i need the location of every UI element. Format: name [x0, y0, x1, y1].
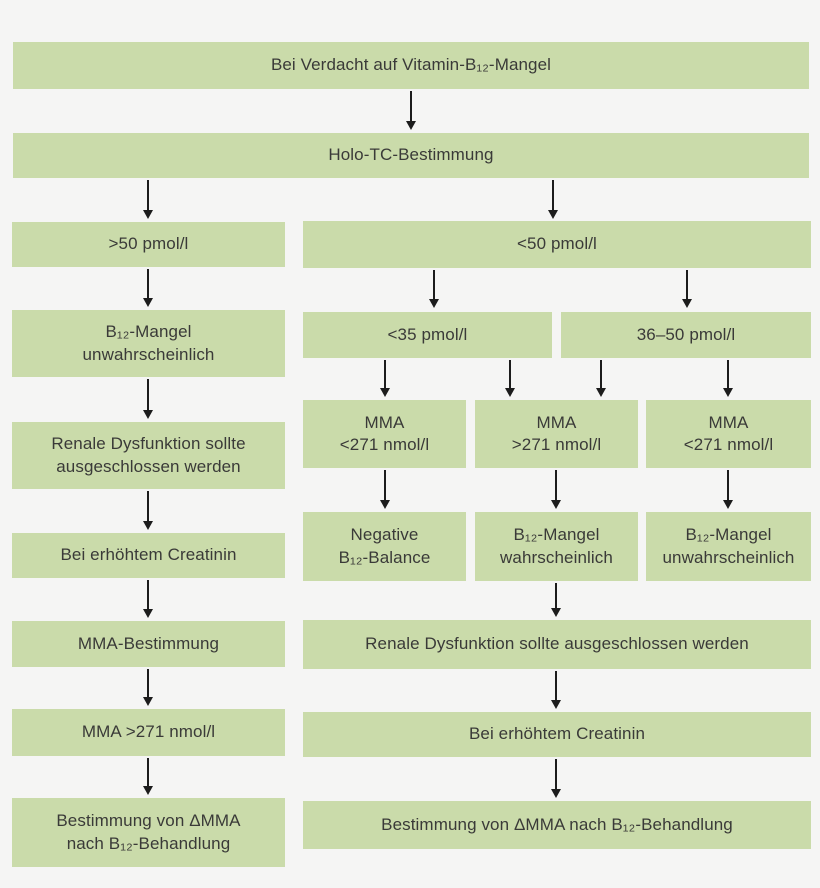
node-renal-left: Renale Dysfunktion sollte ausgeschlossen… [12, 422, 285, 489]
arrow-down-icon [551, 583, 561, 617]
node-creatinin-left: Bei erhöhtem Creatinin [12, 533, 285, 578]
arrow-down-icon [551, 671, 561, 709]
arrow-down-icon [723, 470, 733, 509]
arrow-down-icon [380, 360, 390, 397]
node-b12-unlikely-right: B₁₂-Mangel unwahrscheinlich [646, 512, 811, 581]
node-mma-gt271-left: MMA >271 nmol/l [12, 709, 285, 756]
node-lt50: <50 pmol/l [303, 221, 811, 268]
arrow-down-icon [505, 360, 515, 397]
arrow-down-icon [723, 360, 733, 397]
arrow-down-icon [551, 759, 561, 798]
node-b12-unlikely-left: B₁₂-Mangel unwahrscheinlich [12, 310, 285, 377]
arrow-down-icon [682, 270, 692, 308]
node-delta-mma-left: Bestimmung von ΔMMA nach B₁₂-Behandlung [12, 798, 285, 867]
node-mma-lt271-b: MMA <271 nmol/l [646, 400, 811, 468]
node-mma-gt271-mid: MMA >271 nmol/l [475, 400, 638, 468]
node-suspicion: Bei Verdacht auf Vitamin-B₁₂-Mangel [13, 42, 809, 89]
node-mma-bestimmung: MMA-Bestimmung [12, 621, 285, 667]
node-negative-balance: Negative B₁₂-Balance [303, 512, 466, 581]
arrow-down-icon [143, 758, 153, 795]
node-mma-lt271-a: MMA <271 nmol/l [303, 400, 466, 468]
arrow-down-icon [143, 580, 153, 618]
node-gt50: >50 pmol/l [12, 222, 285, 267]
node-holo-tc: Holo-TC-Bestimmung [13, 133, 809, 178]
node-creatinin-right: Bei erhöhtem Creatinin [303, 712, 811, 757]
node-36-50: 36–50 pmol/l [561, 312, 811, 358]
arrow-down-icon [143, 269, 153, 307]
arrow-down-icon [380, 470, 390, 509]
node-delta-mma-right: Bestimmung von ΔMMA nach B₁₂-Behandlung [303, 801, 811, 849]
arrow-down-icon [548, 180, 558, 219]
arrow-down-icon [143, 180, 153, 219]
arrow-down-icon [429, 270, 439, 308]
arrow-down-icon [596, 360, 606, 397]
arrow-down-icon [143, 669, 153, 706]
node-lt35: <35 pmol/l [303, 312, 552, 358]
node-renal-right: Renale Dysfunktion sollte ausgeschlossen… [303, 620, 811, 669]
arrow-down-icon [143, 379, 153, 419]
arrow-down-icon [551, 470, 561, 509]
arrow-down-icon [143, 491, 153, 530]
arrow-down-icon [406, 91, 416, 130]
node-b12-likely: B₁₂-Mangel wahrscheinlich [475, 512, 638, 581]
